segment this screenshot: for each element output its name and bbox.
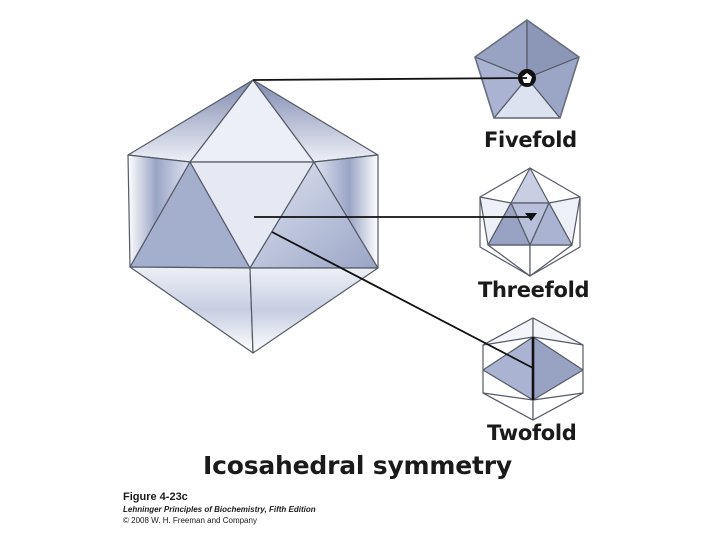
twofold-hexagon: [482, 317, 584, 421]
hex2-cap-top-right: [532, 317, 584, 346]
threefold-hexagon: [479, 167, 581, 277]
ico-face-bottom-left: [129, 266, 254, 354]
ico-face-bottom-right: [249, 267, 379, 354]
hex3-face-left: [487, 202, 531, 246]
book-title: Lehninger Principles of Biochemistry, Fi…: [123, 505, 316, 514]
connector-lines: [252, 77, 534, 369]
fivefold-pentagon: [474, 19, 580, 119]
hex3-cap-bottom-left: [487, 244, 531, 277]
diagram-title: Icosahedral symmetry: [203, 451, 512, 480]
connector-fivefold: [252, 77, 528, 81]
twofold-label: Twofold: [487, 421, 577, 445]
copyright-notice: © 2008 W. H. Freeman and Company: [123, 516, 257, 525]
hex3-cap-bottom-right: [529, 244, 573, 277]
hex3-face-right: [529, 202, 573, 246]
pent-outline: [474, 19, 580, 119]
hex2-cap-bottom-right: [532, 392, 584, 421]
connector-twofold: [271, 231, 534, 369]
icosahedron: [127, 79, 379, 354]
ico-face-right-upper: [313, 154, 379, 269]
threefold-label: Threefold: [478, 278, 590, 302]
fivefold-label: Fivefold: [484, 128, 577, 152]
figure-number: Figure 4-23c: [123, 491, 188, 503]
